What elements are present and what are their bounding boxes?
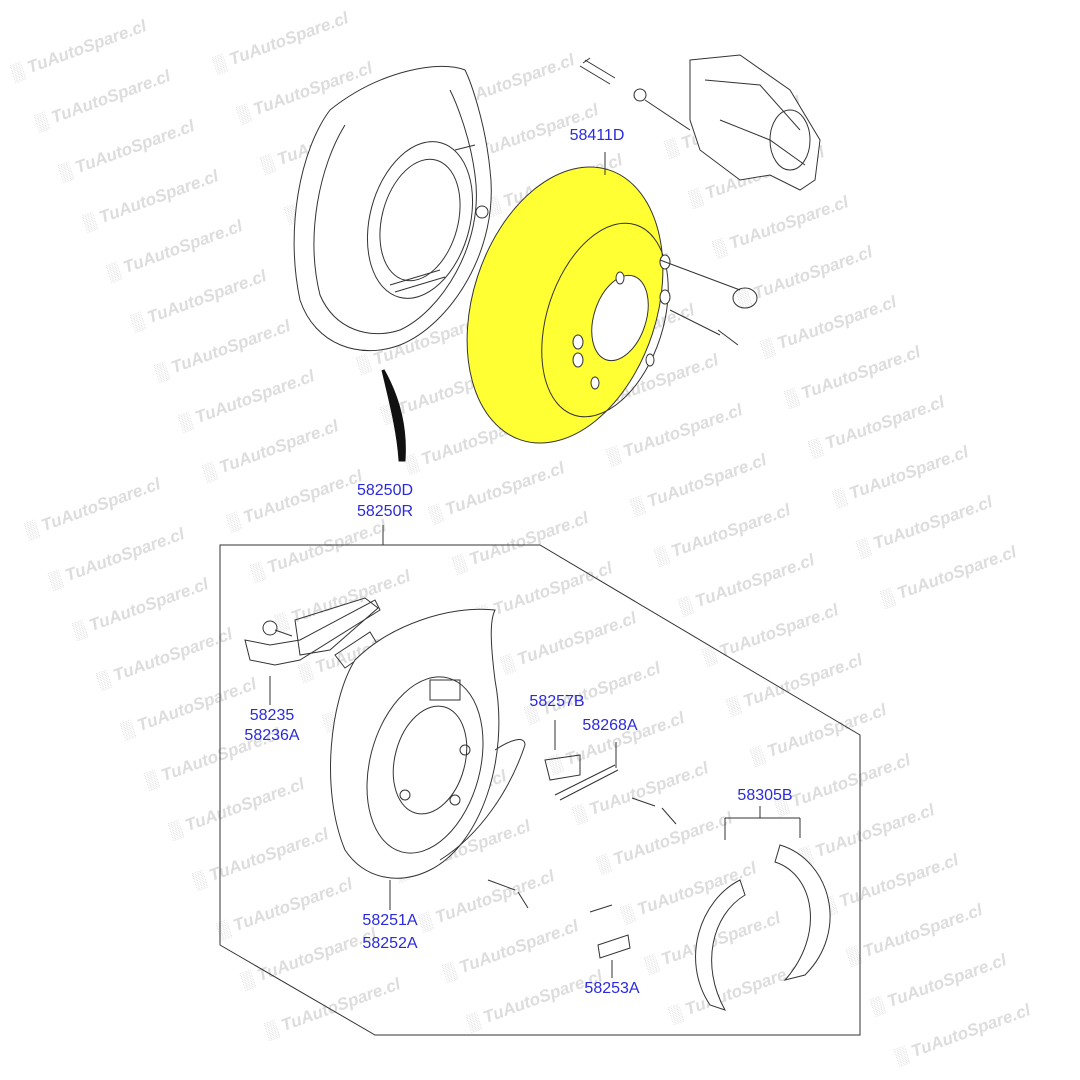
- small-hardware: [487, 754, 677, 959]
- backing-plate-upper: [293, 65, 492, 352]
- label-bracket-a: 58235: [249, 707, 295, 724]
- leader-lines: [269, 152, 801, 978]
- label-assembly-d: 58250D: [356, 482, 414, 499]
- assembly-box: [219, 544, 861, 1036]
- label-adjuster: 58257B: [529, 693, 585, 710]
- arrow-indicator: [381, 369, 406, 462]
- label-assembly-r: 58250R: [356, 503, 414, 520]
- label-disc: 58411D: [569, 127, 625, 144]
- brake-disc: [466, 166, 671, 444]
- label-adjuster-screw: 58253A: [584, 980, 640, 997]
- caliper: [579, 54, 821, 346]
- backing-plate-lower: [330, 608, 526, 879]
- brake-shoes: [695, 844, 831, 1011]
- label-plate-a: 58251A: [362, 912, 418, 929]
- label-bracket-b: 58236A: [244, 727, 300, 744]
- label-plate-b: 58252A: [362, 935, 418, 952]
- label-shoe: 58305B: [737, 787, 793, 804]
- label-spring: 58268A: [582, 717, 638, 734]
